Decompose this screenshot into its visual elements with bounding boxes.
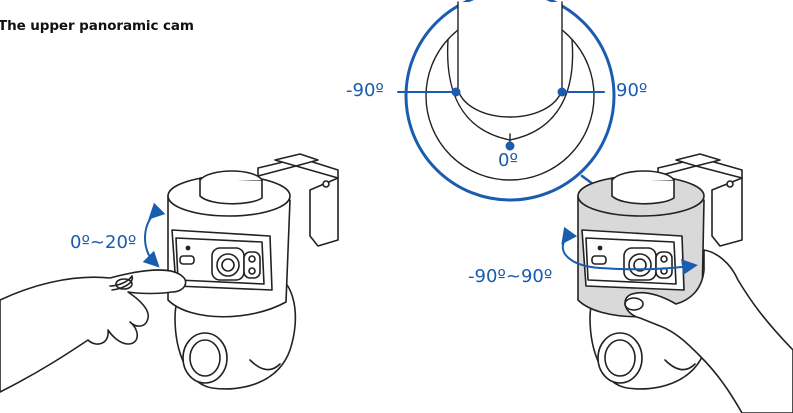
tilt-range-label: 0º~20º	[70, 232, 136, 253]
left-hand	[0, 270, 186, 392]
pan-center-label: 0º	[498, 150, 518, 171]
left-camera	[0, 154, 338, 392]
right-camera	[578, 154, 793, 413]
pan-right-label: 90º	[616, 80, 647, 101]
pan-left-label: -90º	[346, 80, 384, 101]
tilt-arrow	[145, 214, 154, 262]
pan-range-label: -90º~90º	[468, 266, 552, 287]
left-upper-body	[168, 171, 290, 317]
